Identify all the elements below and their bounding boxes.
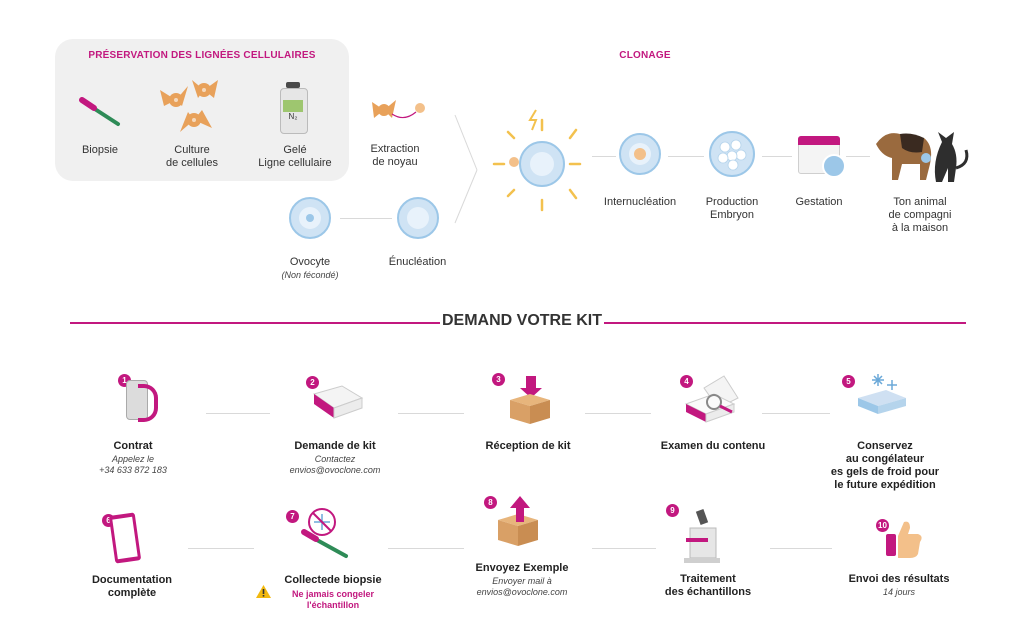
oocyte-label: Ovocyte bbox=[289, 256, 331, 268]
pet-home-label: Ton animal de compagni à la maison bbox=[888, 196, 952, 234]
receive-box-icon bbox=[510, 376, 550, 424]
step-7-title: Collectede biopsie bbox=[284, 574, 382, 586]
send-box-icon bbox=[498, 496, 538, 546]
kit-divider-left bbox=[70, 322, 440, 324]
row2-connector-3 bbox=[592, 548, 656, 549]
biopsy-label: Biopsie bbox=[81, 144, 119, 156]
row1-connector-4 bbox=[762, 413, 830, 414]
frozen-cell-line-label: Gelé Ligne cellulaire bbox=[258, 144, 332, 169]
step-10-badge: 10 bbox=[876, 519, 889, 532]
preservation-title: PRÉSERVATION DES LIGNÉES CELLULAIRES bbox=[88, 50, 316, 61]
step-3-title: Réception de kit bbox=[485, 440, 571, 452]
embryo-label: Production Embryon bbox=[705, 196, 759, 221]
row2-connector-2 bbox=[388, 548, 464, 549]
phone-icon bbox=[126, 380, 158, 422]
clone-connector-3 bbox=[762, 156, 792, 157]
step-2-title: Demande de kit bbox=[294, 440, 376, 452]
step-1-title: Contrat bbox=[113, 440, 153, 452]
step-9-title: Traitement des échantillons bbox=[664, 573, 752, 598]
oocyte-note: (Non fécondé) bbox=[281, 270, 339, 280]
enucleation-label: Énucléation bbox=[388, 256, 447, 268]
cell-culture-label: Culture de cellules bbox=[166, 144, 218, 169]
kit-box-icon bbox=[312, 385, 364, 419]
clone-connector-1 bbox=[592, 156, 616, 157]
cloning-title: CLONAGE bbox=[619, 50, 671, 61]
open-kit-inspect-icon bbox=[684, 375, 739, 423]
kit-divider-right bbox=[604, 322, 966, 324]
step-7-badge: 7 bbox=[286, 510, 299, 523]
row2-connector-4 bbox=[770, 548, 832, 549]
step-1-sub: Appelez le +34 633 872 183 bbox=[99, 454, 167, 475]
step-8-title: Envoyez Exemple bbox=[475, 562, 569, 574]
nitrogen-tank-icon: N₂ bbox=[280, 82, 308, 134]
row1-connector-2 bbox=[398, 413, 464, 414]
row2-connector-1 bbox=[188, 548, 254, 549]
step-5-title: Conservez au congélateur es gels de froi… bbox=[830, 440, 940, 491]
internucleation-label: Internucléation bbox=[603, 196, 677, 208]
oocyte-connector bbox=[340, 218, 392, 219]
step-9-badge: 9 bbox=[666, 504, 679, 517]
step-2-sub: Contactez envios@ovoclone.com bbox=[289, 454, 381, 475]
internucleation-icon bbox=[619, 133, 661, 175]
biopsy-syringe-icon bbox=[79, 97, 120, 126]
step-4-title: Examen du contenu bbox=[660, 440, 766, 452]
cell-culture-icon bbox=[160, 80, 218, 132]
n2-label: N₂ bbox=[288, 112, 298, 121]
step-8-badge: 8 bbox=[484, 496, 497, 509]
step-2-badge: 2 bbox=[306, 376, 319, 389]
calendar-icon bbox=[798, 132, 846, 178]
step-4-badge: 4 bbox=[680, 375, 693, 388]
warning-text: Ne jamais congeler l'échantillon bbox=[291, 589, 375, 610]
embryo-icon bbox=[709, 131, 755, 177]
merge-lines bbox=[454, 114, 478, 224]
step-6-title: Documentation complète bbox=[91, 574, 173, 599]
clone-connector-4 bbox=[846, 156, 870, 157]
gestation-label: Gestation bbox=[795, 196, 843, 208]
step-8-sub: Envoyer mail à envios@ovoclone.com bbox=[476, 576, 568, 597]
kit-title: DEMAND VOTRE KIT bbox=[442, 312, 602, 329]
no-freeze-icon bbox=[308, 508, 336, 536]
step-10-sub: 14 jours bbox=[882, 587, 916, 597]
biopsy-tool-icon bbox=[301, 529, 348, 558]
nucleus-extraction-icon bbox=[372, 100, 425, 119]
step-3-badge: 3 bbox=[492, 373, 505, 386]
step-5-badge: 5 bbox=[842, 375, 855, 388]
thumbs-up-icon bbox=[886, 521, 922, 558]
row1-connector-3 bbox=[585, 413, 651, 414]
clone-connector-2 bbox=[668, 156, 704, 157]
warning-icon bbox=[256, 585, 271, 598]
enucleated-oocyte-icon bbox=[397, 197, 439, 239]
extraction-label: Extraction de noyau bbox=[370, 143, 420, 168]
microscope-icon bbox=[684, 509, 720, 563]
cell-fusion-icon bbox=[492, 109, 582, 212]
pets-dog-cat-icon bbox=[876, 132, 969, 182]
step-10-title: Envoi des résultats bbox=[848, 573, 950, 585]
cold-gel-icon bbox=[858, 374, 906, 414]
row1-connector-1 bbox=[206, 413, 270, 414]
clipboard-icon bbox=[108, 510, 142, 564]
oocyte-icon bbox=[289, 197, 331, 239]
